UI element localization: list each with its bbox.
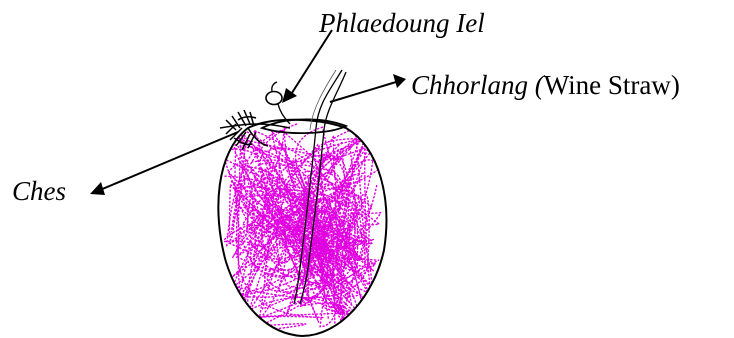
- label-chhorlang-gloss: Wine Straw): [544, 70, 680, 100]
- arrow-to-ches: [90, 132, 238, 195]
- ches-tuft: [220, 110, 290, 150]
- label-chhorlang-term: Chhorlang (: [411, 70, 544, 100]
- label-ches: Ches: [12, 178, 66, 205]
- label-phlaedoung-iel: Phlaedoung Iel: [319, 10, 485, 37]
- arrow-to-phlaedoung-iel: [282, 30, 332, 103]
- arrow-to-chhorlang: [330, 74, 406, 102]
- label-chhorlang: Chhorlang (Wine Straw): [411, 72, 680, 99]
